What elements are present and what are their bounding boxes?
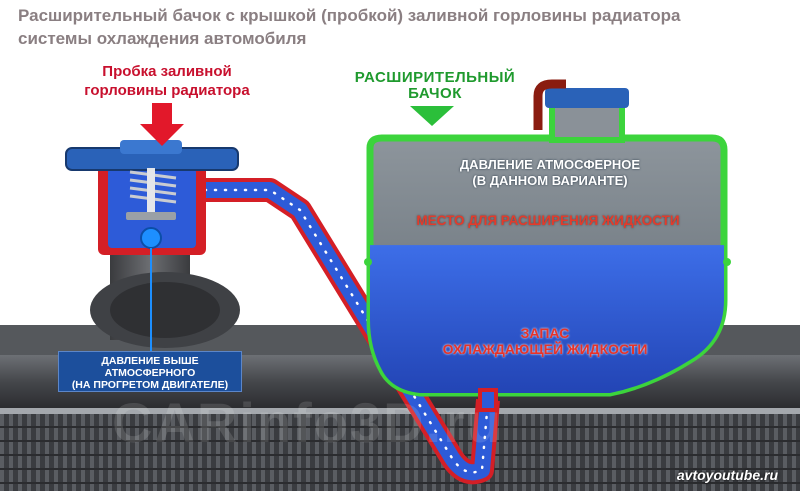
site-credit: avtoyoutube.ru [676, 467, 778, 483]
tank-label-line-1: РАСШИРИТЕЛЬНЫЙ [354, 69, 516, 86]
expansion-space-text: МЕСТО ДЛЯ РАСШИРЕНИЯ ЖИДКОСТИ [416, 213, 680, 228]
watermark: CARinfo3D.ru [112, 391, 504, 454]
cap-label-line-2: горловины радиатора [84, 82, 250, 99]
reserve-line-1: ЗАПАС [520, 325, 570, 341]
tank-label-line-2: БАЧОК [408, 85, 462, 102]
tank-side-stub-right [723, 258, 731, 266]
cap-arrow-shaft [152, 103, 172, 125]
cap-label-line-1: Пробка заливной [102, 63, 232, 80]
pressure-line-3: (НА ПРОГРЕТОМ ДВИГАТЕЛЕ) [71, 379, 229, 391]
cap-label: Пробка заливной горловины радиатора [62, 62, 272, 100]
tank-arrow [410, 106, 454, 126]
expansion-tank [364, 79, 731, 412]
pressure-line-1: ДАВЛЕНИЕ ВЫШЕ [101, 355, 199, 367]
tank-bottom-outlet [478, 388, 498, 412]
radiator-cap [65, 140, 239, 352]
pressure-line-2: АТМОСФЕРНОГО [104, 367, 196, 379]
hose-blue-core [205, 182, 496, 481]
reserve-line-2: ОХЛАЖДАЮЩЕЙ ЖИДКОСТИ [442, 341, 648, 357]
atmospheric-line-2: (В ДАННОМ ВАРИАНТЕ) [472, 173, 628, 188]
cap-arrow [140, 103, 184, 146]
radiator-divider [0, 408, 800, 414]
title-line-2: системы охлаждения автомобиля [18, 29, 307, 48]
coolant-reserve-text: ЗАПАС ОХЛАЖДАЮЩЕЙ ЖИДКОСТИ [395, 325, 695, 357]
radiator-core [0, 414, 800, 491]
neck-hose-ring [110, 282, 220, 338]
atmospheric-line-1: ДАВЛЕНИЕ АТМОСФЕРНОЕ [459, 157, 641, 172]
atmospheric-pressure-text: ДАВЛЕНИЕ АТМОСФЕРНОЕ (В ДАННОМ ВАРИАНТЕ) [380, 157, 720, 189]
tank-cap [545, 88, 629, 108]
diagram-title: Расширительный бачок с крышкой (пробкой)… [18, 4, 788, 50]
tank-label: РАСШИРИТЕЛЬНЫЙ БАЧОК [330, 70, 540, 102]
cap-valve-bulb [140, 227, 162, 249]
tank-side-stub-left [364, 258, 372, 266]
cap-arrow-head [140, 124, 184, 146]
title-line-1: Расширительный бачок с крышкой (пробкой)… [18, 6, 681, 25]
overflow-hose [203, 178, 500, 485]
tank-coolant [370, 245, 724, 393]
pressure-info-box: ДАВЛЕНИЕ ВЫШЕ АТМОСФЕРНОГО (НА ПРОГРЕТОМ… [58, 351, 242, 392]
cap-crown [120, 140, 182, 154]
cap-valve-stem [147, 168, 155, 218]
tank-vent-pipe [533, 79, 566, 130]
cap-valve-disc [126, 212, 176, 220]
